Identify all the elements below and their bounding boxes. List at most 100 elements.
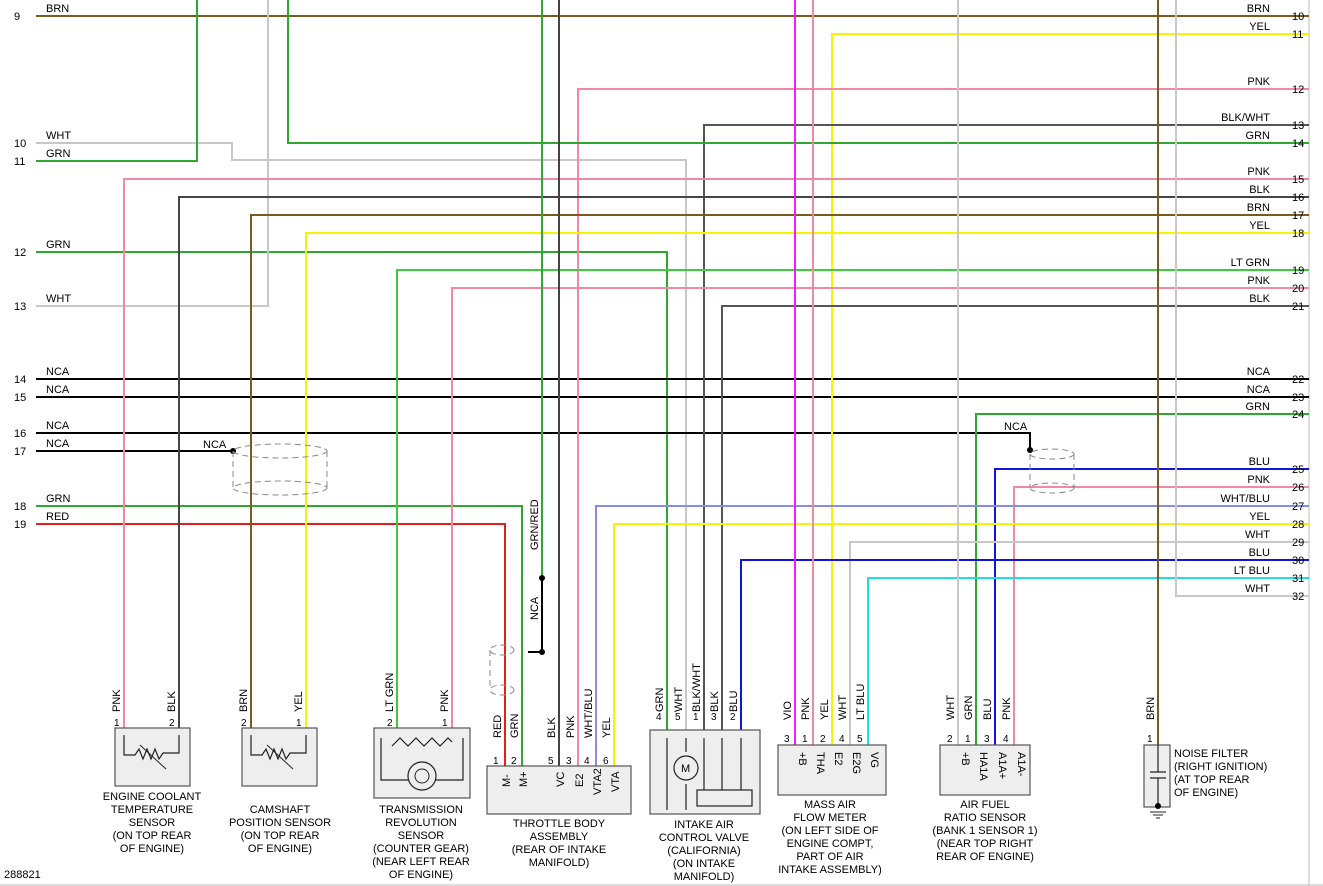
right-pin-num: 30 [1292,555,1304,567]
cmp-wire-color: YEL [293,691,305,712]
left-pin-color: GRN [46,239,71,251]
afs-pin-num: 4 [1003,734,1009,745]
iac-pin-num: 1 [693,712,699,723]
tb-wire-color: BLK [546,717,558,738]
right-pin-num: 26 [1292,482,1304,494]
maf-terminal: E2 [832,752,844,765]
left-pin-num: 15 [14,392,26,404]
afs-caption-line: RATIO SENSOR [944,812,1026,824]
left-pin-num: 13 [14,301,26,313]
left-pin-num: 10 [14,138,26,150]
tb-terminal: VTA2 [592,768,604,795]
afs-pin-num: 2 [947,734,953,745]
right-pin-num: 27 [1292,501,1304,513]
tb-caption-line: ASSEMBLY [530,831,589,843]
right-pin-num: 21 [1292,301,1304,313]
throttle-body-assembly: RED GRN BLK PNK WHT/BLU YEL 1 2 5 3 4 6 … [486,688,632,869]
shield-label-right: NCA [1004,421,1028,433]
trs-caption-line: (NEAR LEFT REAR [372,856,470,868]
shields [232,443,1075,696]
left-pin-num: 17 [14,446,26,458]
trs-pin-num: 1 [442,718,448,729]
ect-caption-line: (ON TOP REAR [113,830,192,842]
right-pin-color: BLK [1249,184,1270,196]
left-pin-color: GRN [46,148,71,160]
right-pin-color: PNK [1247,166,1270,178]
wire-right-29-wht [849,541,1309,745]
noise-filter: BRN 1 NOISE FILTER (RIGHT IGNITION) (AT … [1143,697,1267,819]
tb-pin-num: 5 [548,756,554,767]
wire-right-20-pnk [451,287,1309,728]
wire-right-13-blkwht [703,124,1309,745]
right-pin-color: WHT [1245,529,1270,541]
afs-terminal: HA1A [977,752,989,781]
cmp-wire-color: BRN [238,689,250,712]
maf-terminal: E2G [850,752,862,774]
gear-hub-icon [414,768,430,784]
maf-caption-line: PART OF AIR [796,851,863,863]
left-pin-color: WHT [46,130,71,142]
ect-thermistor-symbol [123,735,180,761]
afs-wire-color: WHT [945,695,957,720]
tb-wire-color: YEL [601,717,613,738]
afs-caption-line: (NEAR TOP RIGHT [937,838,1034,850]
shield-label-left: NCA [203,439,227,451]
nf-caption-line: (RIGHT IGNITION) [1174,761,1267,773]
cmp-coil-symbol [250,735,307,761]
shield-tb-bottom [489,684,515,696]
maf-caption-line: MASS AIR [804,799,856,811]
right-pin-num: 11 [1292,29,1303,41]
tb-wire-color: PNK [565,715,577,738]
transmission-revolution-sensor: LT GRN PNK 2 1 TRANSMISSION REVOLUTION S… [372,673,471,881]
right-pin-color: BRN [1247,202,1270,214]
left-pin-num: 14 [14,374,26,386]
left-pin-color: RED [46,511,69,523]
wire-right-11-yel [831,33,1309,745]
maf-caption-line: FLOW METER [793,812,866,824]
wire-left-12-grn [36,251,668,745]
nf-caption-line: (AT TOP REAR [1174,774,1249,786]
tb-terminal: E2 [574,774,586,787]
left-pin-color: NCA [46,420,70,432]
engine-coolant-temp-sensor: PNK BLK 1 2 ENGINE COOLANT TEMPERATURE S… [103,689,202,855]
iac-motor-label: M [681,763,690,775]
maf-wire-color: PNK [800,697,812,720]
wire-right-24-grn [975,413,1309,745]
wire-right-12-pnk [577,88,1309,768]
wire-left-18-grn [36,505,523,768]
shield-label-grn-red: GRN/RED [529,499,541,550]
wire-right-32-wht [1175,0,1309,597]
iac-pin-num: 2 [730,712,736,723]
nf-caption-line: OF ENGINE) [1174,787,1238,799]
tb-wire-color: WHT/BLU [583,688,595,738]
wire-right-27-whtblu [595,505,1309,768]
ect-wire-color: PNK [111,689,123,712]
camshaft-position-sensor: BRN YEL 2 1 CAMSHAFT POSITION SENSOR (ON… [229,689,331,855]
left-pin-color: BRN [46,3,69,15]
wire-right-15-pnk [123,178,1309,728]
trs-caption-line: TRANSMISSION [379,804,463,816]
maf-pin-num: 4 [839,734,845,745]
tb-pin-num: 3 [566,756,572,767]
iac-caption-line: MANIFOLD) [674,871,735,883]
left-pin-num: 11 [14,156,25,168]
left-pin-num: 9 [14,11,20,23]
iac-pin-num: 4 [656,712,662,723]
right-pin-color: BLK/WHT [1221,112,1270,124]
right-pin-num: 24 [1292,409,1304,421]
wire-right-25-blu [994,468,1309,745]
iac-pin-num: 5 [675,712,681,723]
iac-pin-num: 3 [711,712,717,723]
mass-air-flow-meter: VIO PNK YEL WHT LT BLU 3 1 2 4 5 +B THA … [777,684,887,876]
cmp-caption-line: (ON TOP REAR [241,830,320,842]
right-pin-num: 20 [1292,283,1304,295]
ground-icon [1150,811,1166,819]
left-pin-num: 12 [14,247,26,259]
ect-pin-num: 1 [114,718,120,729]
right-pin-num: 17 [1292,210,1304,222]
iac-caption-line: CONTROL VALVE [659,832,749,844]
right-pin-color: BLU [1249,456,1270,468]
right-pin-num: 18 [1292,228,1304,240]
maf-wire-color: YEL [819,699,831,720]
